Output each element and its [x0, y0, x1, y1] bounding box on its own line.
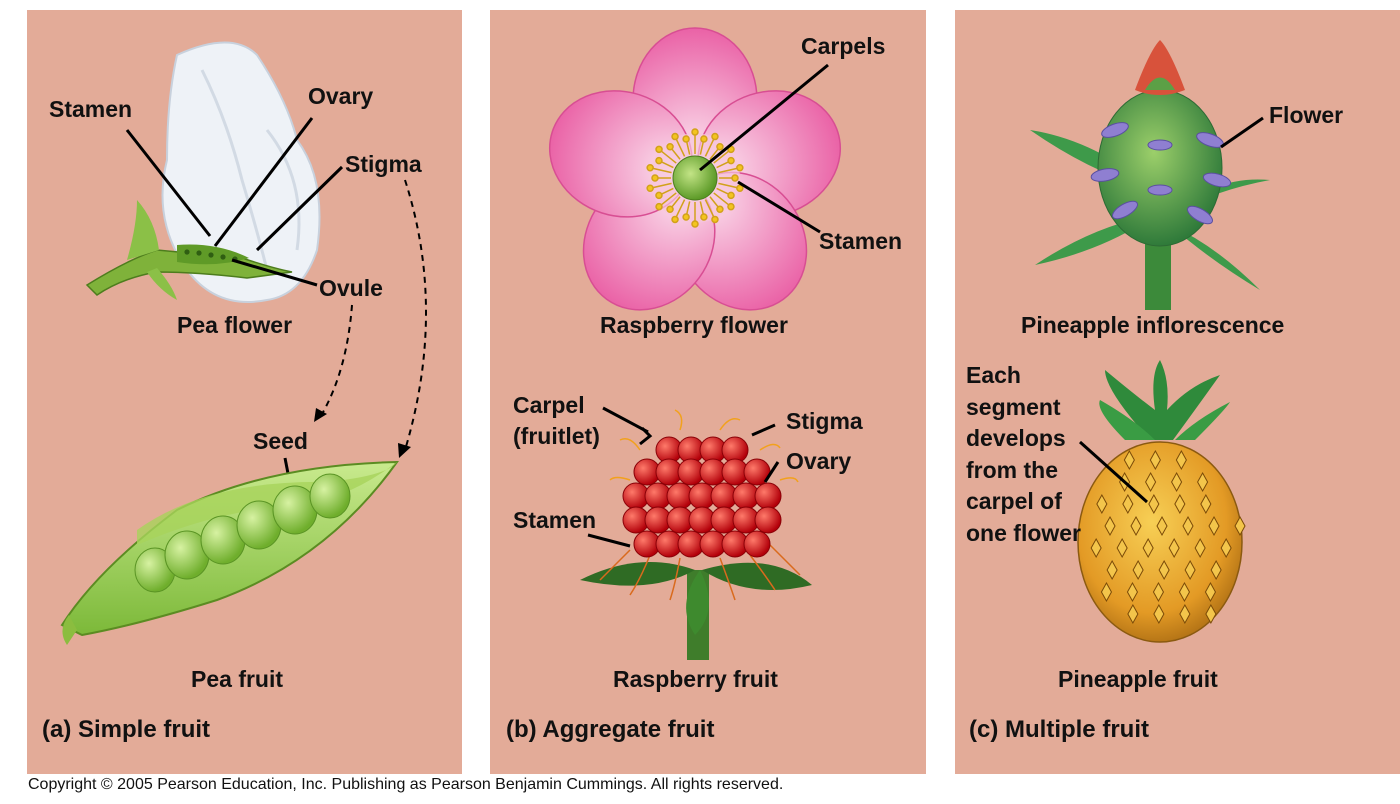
- label-carpel: Carpel: [513, 392, 585, 418]
- pea-fruit-title: Pea fruit: [191, 666, 284, 692]
- pea-seeds: [134, 473, 351, 593]
- caption-multiple-fruit: (c) Multiple fruit: [969, 716, 1149, 743]
- label-stamen-flower: Stamen: [819, 228, 903, 254]
- pea-pod-shape: [60, 460, 399, 645]
- label-ovule: Ovule: [319, 275, 383, 301]
- raspberry-flower-title: Raspberry flower: [600, 312, 788, 338]
- label-stamen: Stamen: [49, 96, 133, 122]
- arrowhead-stigma-pod: [398, 443, 411, 458]
- panel-multiple-fruit: Flower Pineapple inflorescence Each segm…: [955, 10, 1400, 774]
- label-flower: Flower: [1269, 102, 1344, 128]
- copyright-notice: Copyright © 2005 Pearson Education, Inc.…: [28, 776, 784, 793]
- label-ovary-fruit: Ovary: [786, 448, 852, 474]
- caption-simple-fruit: (a) Simple fruit: [42, 716, 211, 743]
- label-stamen-fruit: Stamen: [513, 507, 597, 533]
- label-seed: Seed: [253, 428, 308, 454]
- development-arrows: [321, 179, 427, 451]
- panel-simple-fruit: Stamen Ovary Stigma Ovule Pea flower See…: [27, 10, 462, 774]
- label-stigma-fruit: Stigma: [786, 408, 863, 434]
- label-stigma: Stigma: [345, 151, 422, 177]
- raspberry-flower-shape: [548, 27, 842, 311]
- panel-aggregate-fruit: Carpels Stamen Raspberry flower Carpel (…: [490, 10, 926, 774]
- pea-illustration: [60, 41, 427, 645]
- label-ovary: Ovary: [308, 83, 374, 109]
- pineapple-inflorescence-title: Pineapple inflorescence: [1021, 312, 1285, 338]
- raspberry-illustration: [548, 27, 842, 660]
- pineapple-leader-lines: [1078, 116, 1264, 504]
- label-segment-note: Each segment develops from the carpel of…: [966, 362, 1082, 546]
- caption-aggregate-fruit: (b) Aggregate fruit: [506, 716, 715, 743]
- label-fruitlet: (fruitlet): [513, 423, 600, 449]
- pineapple-illustration: [1030, 40, 1270, 643]
- pea-leader-lines: [125, 117, 344, 495]
- pineapple-fruit-shape: [1077, 360, 1246, 643]
- raspberry-fruit-shape: [580, 409, 812, 660]
- label-carpels: Carpels: [801, 33, 886, 59]
- pineapple-inflorescence-shape: [1030, 40, 1270, 310]
- arrowhead-ovule-seed: [314, 408, 327, 422]
- raspberry-leader-lines: [587, 63, 829, 548]
- raspberry-fruit-title: Raspberry fruit: [613, 666, 778, 692]
- pea-flower-title: Pea flower: [177, 312, 293, 338]
- pineapple-fruit-title: Pineapple fruit: [1058, 666, 1218, 692]
- pea-flower-shape: [85, 41, 321, 303]
